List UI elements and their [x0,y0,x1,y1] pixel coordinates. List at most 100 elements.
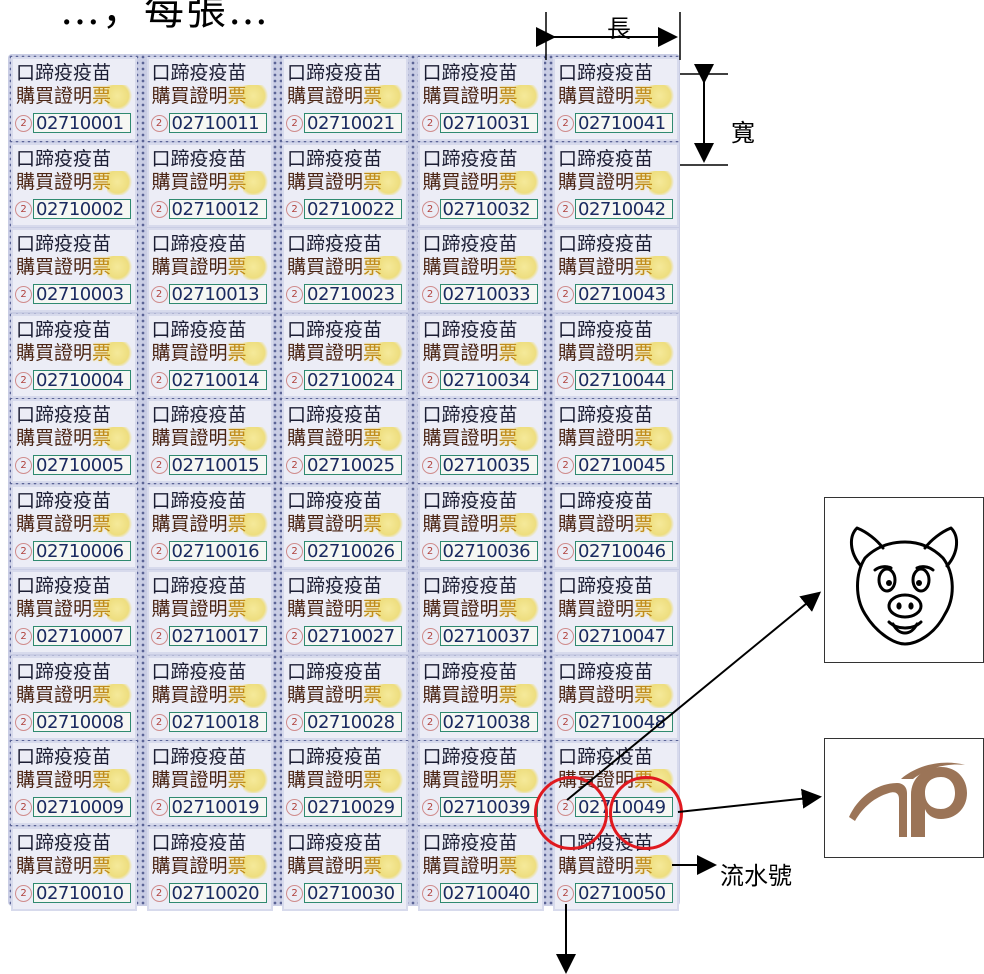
logo-watermark [649,598,675,622]
stamp-title-line2-highlight: 票 [227,769,247,791]
serial-number: 02710037 [439,626,538,647]
stamp-title-line1: 口蹄疫疫苗 [558,746,654,768]
stamp-title-line2-main: 購買證明 [558,85,635,107]
clipped-top-text: …，每張… [60,0,270,34]
stamp-title-line2: 購買證明票 [152,769,247,791]
serial-number: 02710016 [168,540,267,561]
serial-number: 02710044 [575,369,673,390]
stamp-title-line1: 口蹄疫疫苗 [287,233,383,255]
logo-watermark [513,85,540,109]
stamp-title-line2-highlight: 票 [363,854,383,877]
logo-pointer-arrow [677,788,822,813]
series-mark: 2 [150,200,168,218]
stamp-title-line1: 口蹄疫疫苗 [16,489,112,512]
stamp-title-line2-highlight: 票 [92,512,112,535]
stamp-title-line2: 購買證明票 [16,769,111,791]
stamp-title-line2-highlight: 票 [634,854,654,877]
stamp-title-line1: 口蹄疫疫苗 [16,62,112,84]
stamp-title-line2: 購買證明票 [287,855,382,877]
stamp-title-line1: 口蹄疫疫苗 [151,489,247,512]
series-mark: 2 [557,200,574,218]
stamp-title-line1: 口蹄疫疫苗 [422,660,518,683]
stamp-title-line1: 口蹄疫疫苗 [16,404,112,426]
serial-number: 02710025 [304,455,402,476]
ram-horn-logo [849,762,967,837]
series-mark: 2 [15,542,32,560]
series-mark: 2 [421,371,439,389]
logo-watermark [649,427,675,451]
logo-watermark [107,598,133,622]
stamp-title-line2-main: 購買證明 [16,85,93,107]
series-mark: 2 [557,542,574,560]
logo-watermark [242,85,269,109]
stamp-title-line2-main: 購買證明 [422,769,499,791]
stamp-title-line1: 口蹄疫疫苗 [287,660,383,683]
stamp-title-line1: 口蹄疫疫苗 [16,660,112,683]
series-mark: 2 [15,286,32,303]
series-mark: 2 [15,713,32,731]
serial-number: 02710043 [575,284,673,305]
series-mark: 2 [421,628,439,645]
logo-watermark [378,256,404,280]
stamp-title-line1: 口蹄疫疫苗 [558,147,654,170]
stamp-title-line2: 購買證明票 [558,598,653,620]
series-mark: 2 [421,884,439,902]
series-mark: 2 [150,542,168,560]
stamp-title-line2-highlight: 票 [227,683,247,706]
logo-watermark [107,170,133,195]
stamp-title-line2-main: 購買證明 [422,854,499,877]
series-mark: 2 [421,286,439,303]
stamp-title-line2: 購買證明票 [423,256,518,278]
serial-number: 02710023 [304,284,402,305]
stamp-title-line2-highlight: 票 [92,854,112,877]
stamp-title-line2-main: 購買證明 [558,341,635,364]
stamp-title-line1: 口蹄疫疫苗 [558,318,654,341]
stamp-title-line1: 口蹄疫疫苗 [16,746,112,768]
logo-watermark [107,769,133,793]
serial-number: 02710001 [33,113,131,134]
series-mark: 2 [150,628,168,645]
stamp-title-line2-highlight: 票 [92,256,112,278]
series-mark: 2 [150,371,168,389]
stamp-title-line2-main: 購買證明 [422,341,499,364]
serial-number: 02710028 [304,711,402,732]
logo-watermark [513,598,540,622]
serial-number: 02710009 [33,797,131,818]
series-mark: 2 [286,628,303,645]
stamp-title-line2-main: 購買證明 [287,85,364,107]
series-mark: 2 [557,628,574,645]
serial-number: 02710048 [575,711,673,732]
stamp-title-line2-highlight: 票 [363,341,383,364]
serial-number: 02710004 [33,369,131,390]
stamp-title-line1: 口蹄疫疫苗 [151,404,247,426]
stamp-title-line1: 口蹄疫疫苗 [151,746,247,768]
stamp-title-line2-highlight: 票 [227,170,247,193]
stamp-title-line2-highlight: 票 [363,769,383,791]
series-mark: 2 [15,799,32,816]
serial-number-label: 流水號 [720,862,792,890]
stamp-title-line2: 購買證明票 [287,513,382,535]
logo-watermark [378,170,404,195]
stamp-title-line1: 口蹄疫疫苗 [558,404,654,426]
stamp-title-line2: 購買證明票 [423,513,518,535]
pig-inset-box [824,497,984,663]
serial-number: 02710012 [168,198,267,219]
stamp-title-line2-main: 購買證明 [558,854,635,877]
stamp-title-line1: 口蹄疫疫苗 [422,746,518,768]
stamp-title-line2-highlight: 票 [92,341,112,364]
serial-number: 02710040 [439,882,538,903]
stamp-title-line2: 購買證明票 [152,256,247,278]
stamp-title-line2-main: 購買證明 [151,512,228,535]
stamp-title-line2-highlight: 票 [92,85,112,107]
